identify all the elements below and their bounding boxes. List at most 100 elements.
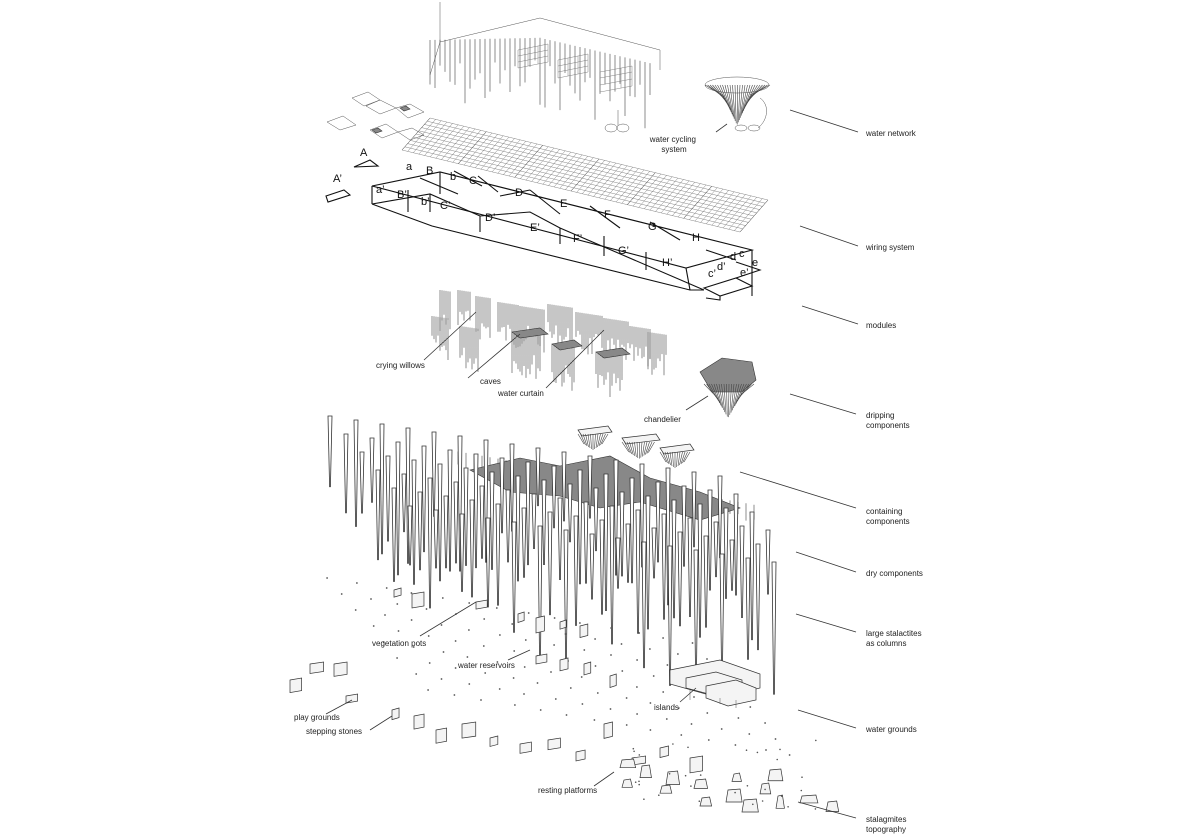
label-water-curtain: water curtain: [497, 389, 544, 398]
module-letter-lower-3: d: [730, 251, 736, 263]
module-letter-lower-prime-3: d’: [717, 261, 726, 273]
label-islands: islands: [654, 703, 679, 712]
stalactite-column: [681, 485, 687, 567]
dripping-module: [575, 312, 603, 355]
leader-modules: [801, 305, 859, 325]
stalactite-column: [667, 545, 673, 686]
module-letter-upper-prime-5: F’: [573, 233, 582, 245]
stalactite-column: [717, 475, 723, 559]
stalactite-column: [469, 499, 475, 598]
stalactite-column: [343, 433, 349, 514]
dripping-module: [647, 332, 667, 376]
stalactite-column: [745, 557, 751, 660]
stalactite-column: [587, 455, 593, 519]
stalactite-column: [635, 509, 641, 634]
containing-bowl: [621, 441, 655, 459]
islands-object: [669, 659, 761, 708]
stalagmite: [731, 772, 742, 782]
stalagmite: [775, 794, 785, 809]
stalactite-column: [713, 521, 719, 578]
wiring-frame-bottom: [371, 193, 705, 291]
label-water-grounds: water grounds: [865, 725, 917, 734]
stalactite-column: [485, 517, 491, 608]
stalactite-column: [405, 427, 411, 564]
label-water-reservoirs: water reservoirs: [457, 661, 515, 670]
label-stepping-stones: stepping stones: [306, 727, 362, 736]
dripping-module: [603, 318, 629, 360]
label-modules: modules: [866, 321, 896, 330]
dripping-module: [475, 296, 491, 340]
module-letter-upper-prime-6: G’: [618, 245, 629, 257]
stalactite-column: [645, 495, 651, 630]
stalactite-column: [707, 489, 713, 591]
module-letter-upper-prime-7: H’: [662, 257, 672, 269]
dripping-module: [629, 326, 651, 367]
stalactite-column: [459, 513, 465, 592]
stalactite-column: [687, 517, 693, 618]
ground-object: [393, 587, 402, 598]
stalactite-column: [395, 441, 401, 576]
dripping-module: [595, 352, 623, 398]
stalactite-column: [563, 529, 569, 660]
module-letter-upper-prime-4: E’: [530, 222, 540, 234]
stalagmites-topography-layer: [619, 739, 840, 813]
leader-dry-components: [795, 551, 857, 573]
stalactite-column: [489, 471, 495, 570]
callout-leaders: [325, 123, 728, 787]
stalactite-column: [755, 543, 761, 651]
ground-object: [535, 653, 548, 665]
stalagmite: [665, 770, 680, 785]
stalagmite: [759, 782, 772, 795]
module-letter-lower-prime-2: c’: [708, 268, 716, 280]
stalactite-column: [417, 491, 423, 571]
ground-object: [583, 661, 592, 676]
leader-dripping-components: [789, 393, 857, 415]
stalactite-column: [677, 531, 683, 627]
module-letter-upper-prime-2: C’: [440, 200, 450, 212]
ground-object: [603, 721, 613, 739]
dripping-module: [519, 306, 545, 353]
ground-object: [309, 661, 324, 674]
module-letter-upper-0: A: [360, 147, 368, 159]
stalactite-column: [641, 541, 647, 669]
chandelier-object: [699, 357, 757, 418]
module-letter-lower-0: a: [406, 161, 413, 173]
label-vegetation-pots: vegetation pots: [372, 639, 426, 648]
module-letter-upper-3: D: [515, 187, 523, 199]
stalactite-column: [599, 519, 605, 615]
containing-bowl: [659, 451, 691, 468]
dripping-module: [457, 290, 471, 325]
module-letter-upper-2: C: [469, 175, 477, 187]
stalactite-column: [411, 459, 417, 585]
stalactite-column: [385, 455, 391, 542]
stalactite-column: [535, 447, 541, 507]
label-containing-components: containing components: [866, 507, 910, 526]
stalactite-column: [661, 513, 667, 620]
module-letter-lower-prime-4: e’: [740, 267, 749, 279]
dripping-module: [511, 332, 541, 379]
ground-object: [535, 615, 545, 634]
leader-stalagmites-topography: [797, 801, 857, 819]
triangle-a: [353, 159, 380, 168]
label-dry-components: dry components: [866, 569, 923, 578]
ground-object: [689, 755, 703, 774]
stalactite-column: [443, 495, 449, 569]
module-letter-lower-1: b: [450, 171, 456, 183]
stalactite-column: [547, 511, 553, 616]
water-network-hangers: [429, 37, 651, 129]
leader-large-stalactites: [795, 613, 857, 633]
label-crying-willows: crying willows: [376, 361, 425, 370]
stalactite-column: [479, 485, 485, 559]
stalactite-column: [577, 469, 583, 585]
stalagmite: [659, 784, 673, 794]
ground-object: [435, 727, 448, 744]
stalactite-column: [651, 527, 657, 579]
stalactite-column: [433, 509, 439, 569]
water-network-blocks: [517, 43, 633, 93]
stalactite-column: [509, 443, 515, 532]
water-cycling-system-funnel: [704, 76, 771, 132]
stalactite-column: [407, 505, 413, 566]
stalactite-column: [749, 511, 755, 641]
module-letter-lower-2: c: [739, 248, 745, 260]
